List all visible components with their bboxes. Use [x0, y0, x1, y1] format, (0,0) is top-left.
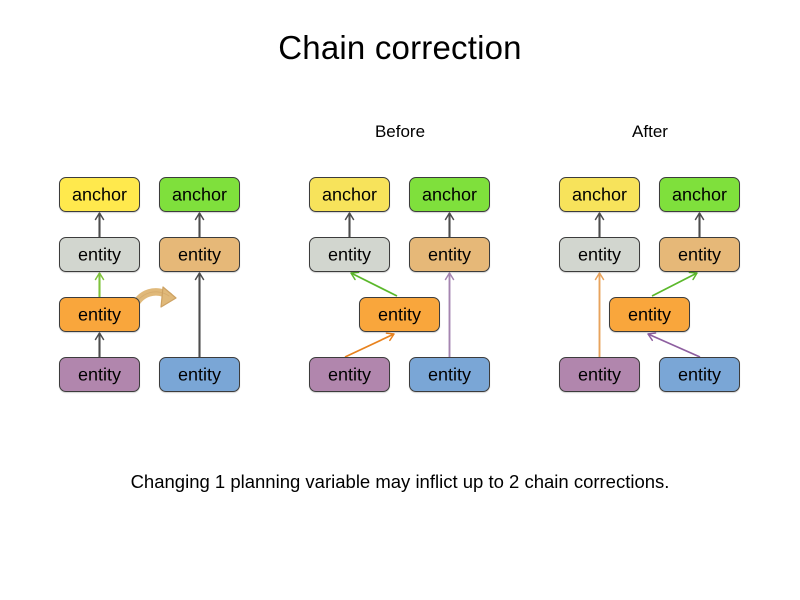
arrow-entity-to-entity-green [651, 271, 698, 297]
node-label: entity [327, 364, 372, 384]
panel-label-before: Before [374, 122, 426, 141]
node-anchor[interactable]: anchor [59, 177, 140, 212]
node-label: entity [677, 244, 722, 264]
node-entity[interactable]: entity [59, 237, 140, 272]
node-label: anchor [71, 184, 128, 204]
node-label: entity [327, 244, 372, 264]
node-label: entity [577, 364, 622, 384]
node-anchor[interactable]: anchor [159, 177, 240, 212]
node-label: anchor [421, 184, 478, 204]
node-anchor[interactable]: anchor [309, 177, 390, 212]
panel-label-after: After [632, 122, 668, 141]
node-entity[interactable]: entity [59, 357, 140, 392]
node-label: anchor [171, 184, 228, 204]
node-label: entity [427, 244, 472, 264]
node-label: entity [627, 304, 672, 324]
node-label: entity [577, 244, 622, 264]
page-title: Chain correction [278, 29, 522, 66]
panel-initial-arrows [94, 212, 205, 357]
node-entity[interactable]: entity [559, 357, 640, 392]
node-entity-moved[interactable]: entity [609, 297, 690, 332]
panel-before-arrows [344, 212, 455, 358]
arrow-entity-to-entity-green [350, 271, 398, 297]
node-entity[interactable]: entity [409, 237, 490, 272]
node-anchor[interactable]: anchor [559, 177, 640, 212]
node-label: entity [77, 304, 122, 324]
slide-caption: Changing 1 planning variable may inflict… [130, 471, 670, 492]
node-label: entity [77, 244, 122, 264]
node-entity[interactable]: entity [159, 237, 240, 272]
drag-move-curved-arrow [129, 286, 177, 314]
panel-after-arrows [594, 212, 705, 358]
arrow-entity-to-entity-purple [647, 332, 701, 358]
arrow-entity-to-entity-orange [344, 332, 395, 358]
node-label: entity [177, 364, 222, 384]
node-label: entity [377, 304, 422, 324]
node-label: entity [177, 244, 222, 264]
node-entity[interactable]: entity [309, 357, 390, 392]
node-entity[interactable]: entity [659, 357, 740, 392]
node-label: entity [77, 364, 122, 384]
node-label: anchor [571, 184, 628, 204]
node-entity[interactable]: entity [159, 357, 240, 392]
node-label: anchor [321, 184, 378, 204]
node-entity[interactable]: entity [559, 237, 640, 272]
node-entity-moved[interactable]: entity [359, 297, 440, 332]
node-label: entity [427, 364, 472, 384]
node-label: entity [677, 364, 722, 384]
node-label: anchor [671, 184, 728, 204]
node-entity[interactable]: entity [409, 357, 490, 392]
node-anchor[interactable]: anchor [659, 177, 740, 212]
node-anchor[interactable]: anchor [409, 177, 490, 212]
node-entity-dragged[interactable]: entity [59, 297, 140, 332]
node-entity[interactable]: entity [309, 237, 390, 272]
node-entity[interactable]: entity [659, 237, 740, 272]
